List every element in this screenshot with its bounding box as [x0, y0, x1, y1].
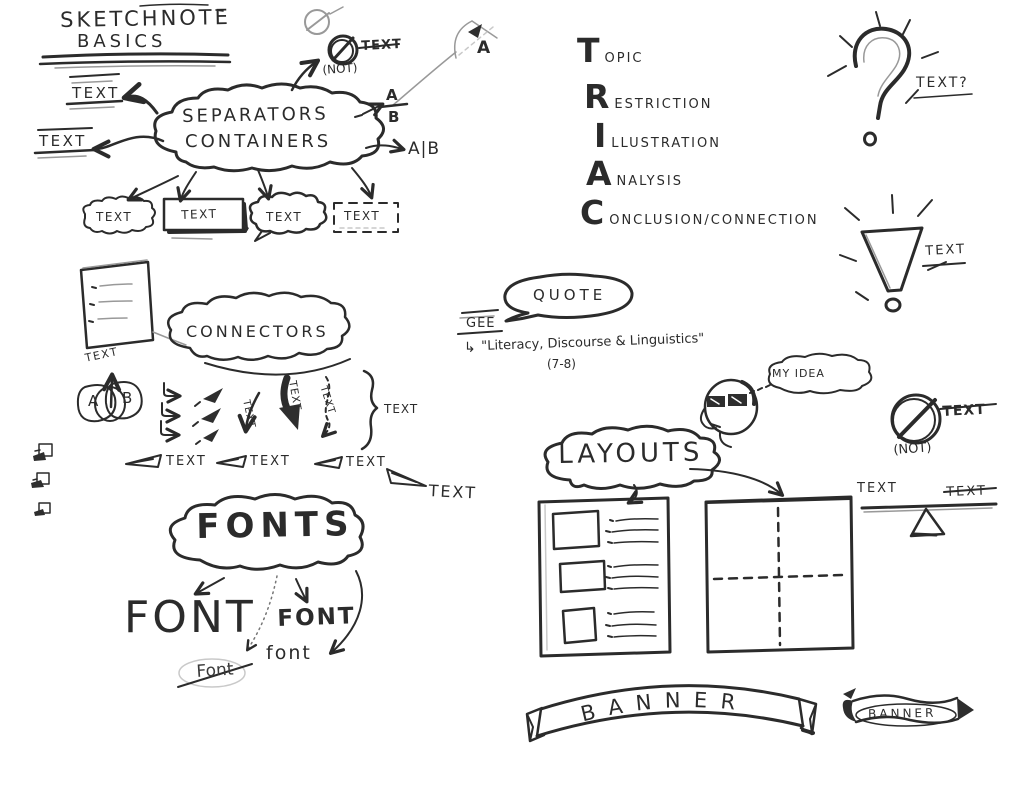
separators-cloud — [153, 82, 385, 173]
wedge-label-3: TEXT — [346, 455, 387, 470]
filled-arrows-icon — [192, 388, 223, 445]
question-mark-icon — [827, 11, 973, 147]
no-symbol-label: TEXT — [360, 36, 403, 54]
connectors-cloud — [167, 291, 351, 376]
banner-small — [842, 688, 974, 727]
triac-initial: C — [580, 193, 605, 232]
title-underline — [38, 3, 232, 69]
quote-bubble — [457, 272, 634, 335]
quote-pages: (7-8) — [547, 357, 576, 371]
fraction-separator — [354, 102, 409, 118]
elbow-arrows-icon — [160, 382, 182, 443]
layouts-cloud-label: LAYOUTS — [557, 437, 704, 470]
font-sample-large: FONT — [124, 592, 256, 643]
thinker-head-icon — [699, 378, 759, 448]
fonts-cloud-label: FONTS — [195, 504, 355, 547]
no-symbol-icon — [290, 34, 400, 92]
container-scalloped — [82, 195, 156, 235]
connectors-cloud-label: CONNECTORS — [186, 322, 329, 341]
no-symbol-right-icon — [890, 393, 997, 445]
container-label-2: TEXT — [180, 206, 218, 222]
brace-label: TEXT — [384, 402, 419, 416]
not-right-caption: (NOT) — [892, 440, 932, 458]
pennant-label: A — [477, 38, 491, 58]
triac-row-analysis: A NALYSIS — [586, 157, 683, 190]
venn-b-label: B — [122, 389, 133, 407]
exclamation-text-label: TEXT — [924, 241, 967, 259]
no-symbol-sketch-icon — [304, 6, 344, 35]
idea-cloud-label: MY IDEA — [772, 367, 825, 380]
container-label-1: TEXT — [96, 210, 133, 224]
triac-row-illustration: I LLUSTRATION — [594, 119, 721, 152]
triac-row-topic: T OPIC — [577, 34, 644, 67]
triac-initial: R — [584, 77, 610, 116]
balance-icon — [860, 487, 998, 538]
fraction-top-label: A — [386, 86, 398, 104]
pipe-separator-arrow — [365, 138, 406, 154]
container-cloud — [248, 191, 328, 242]
banner-small-label: BANNER — [867, 705, 937, 721]
triac-initial: T — [577, 31, 600, 70]
venn-diagram-icon — [76, 372, 143, 423]
wedge-pointers-icon — [125, 454, 427, 487]
triac-rest: NALYSIS — [616, 174, 683, 189]
triac-rest: OPIC — [604, 51, 644, 66]
separator-text-top: TEXT — [72, 84, 120, 102]
fraction-bottom-label: B — [388, 108, 400, 126]
triac-rest: ONCLUSION/CONNECTION — [609, 213, 819, 228]
separator-text-bottom: TEXT — [39, 132, 87, 150]
separator-sample-top — [65, 73, 159, 115]
triac-row-restriction: R ESTRICTION — [584, 80, 713, 113]
no-symbol-caption: (NOT) — [321, 60, 358, 77]
pennant-icon — [391, 20, 498, 107]
container-rect-shadow — [162, 197, 249, 240]
container-label-3: TEXT — [266, 210, 303, 224]
font-sample-lowercase: font — [266, 642, 312, 664]
triac-initial: A — [586, 154, 612, 193]
balance-right-label: TEXT — [945, 483, 988, 500]
container-dashed — [333, 202, 399, 233]
balance-left-label: TEXT — [857, 481, 898, 496]
quote-arrow-glyph: ↳ — [464, 340, 476, 356]
triac-rest: ESTRICTION — [614, 97, 713, 112]
brace-icon — [360, 369, 379, 451]
layout-list-thumbnail — [537, 496, 672, 658]
wedge-label-2: TEXT — [250, 454, 291, 469]
page-title-line1: SKETCHNOTE — [59, 5, 232, 32]
container-label-4: TEXT — [344, 209, 381, 223]
dashed-arrow-icon — [320, 376, 337, 439]
exclamation-icon — [839, 194, 966, 313]
margin-doodle-icons — [31, 443, 53, 516]
fonts-cloud — [168, 493, 365, 688]
separators-cloud-line1: SEPARATORS — [181, 103, 329, 127]
quote-author: GEE — [466, 316, 496, 331]
wedge-label-1: TEXT — [166, 454, 207, 469]
quote-bubble-label: QUOTE — [533, 286, 607, 304]
container-arrows — [126, 167, 375, 203]
pipe-separator-label: A|B — [408, 139, 441, 159]
font-sample-crossed: Font — [195, 659, 235, 682]
font-sample-bold: FONT — [276, 603, 356, 632]
curved-arrow-icon — [237, 391, 261, 434]
triac-initial: I — [594, 116, 607, 155]
triac-row-conclusion: C ONCLUSION/CONNECTION — [580, 196, 819, 229]
separators-cloud-line2: CONTAINERS — [185, 131, 332, 152]
banner-large: BANNER — [525, 684, 818, 743]
thick-arrow-icon — [279, 374, 300, 430]
big-wedge-label: TEXT — [428, 481, 478, 503]
triac-rest: LLUSTRATION — [611, 136, 721, 151]
venn-a-label: A — [88, 392, 99, 410]
page-title-line2: BASICS — [77, 31, 167, 52]
layouts-cloud — [543, 424, 785, 505]
question-text-label: TEXT? — [916, 75, 969, 91]
layout-grid-thumbnail — [704, 495, 855, 654]
not-right-label: TEXT — [941, 401, 987, 420]
